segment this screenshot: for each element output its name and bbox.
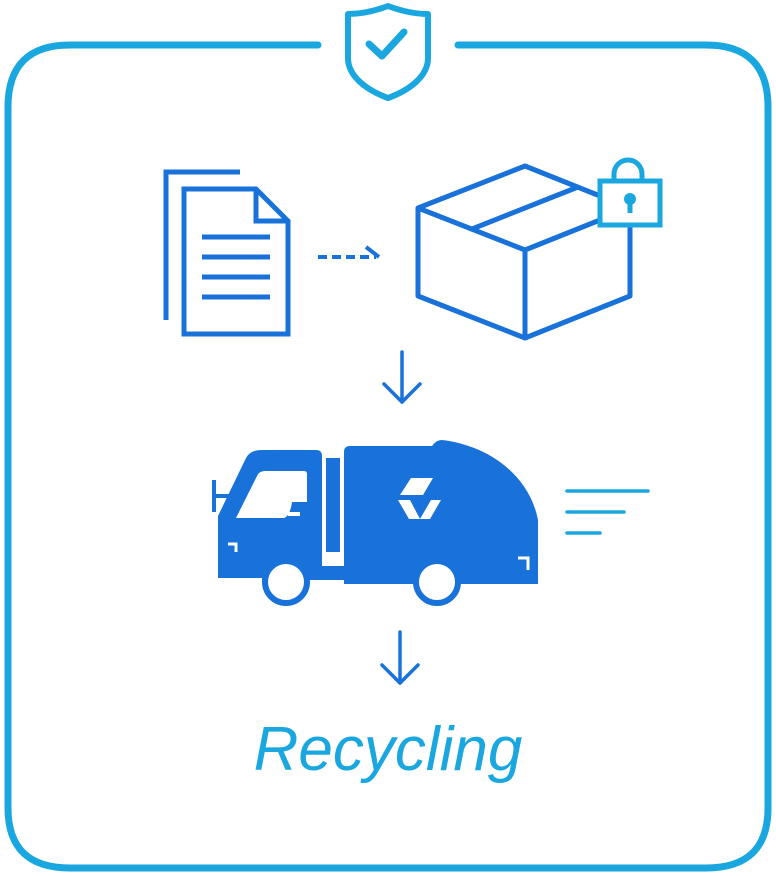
speed-lines-icon	[565, 489, 650, 535]
recycling-logo-icon	[398, 478, 441, 519]
shield-check-icon	[345, 3, 431, 101]
garbage-truck-icon	[212, 440, 538, 606]
dashed-arrow-icon	[318, 245, 381, 259]
recycling-caption: Recycling	[253, 715, 523, 784]
documents-icon	[163, 169, 291, 337]
frame-border	[4, 41, 772, 872]
down-arrow-icon	[382, 350, 422, 404]
down-arrow-icon	[380, 630, 420, 685]
padlock-icon	[597, 157, 663, 228]
sealed-box-icon	[415, 163, 633, 341]
